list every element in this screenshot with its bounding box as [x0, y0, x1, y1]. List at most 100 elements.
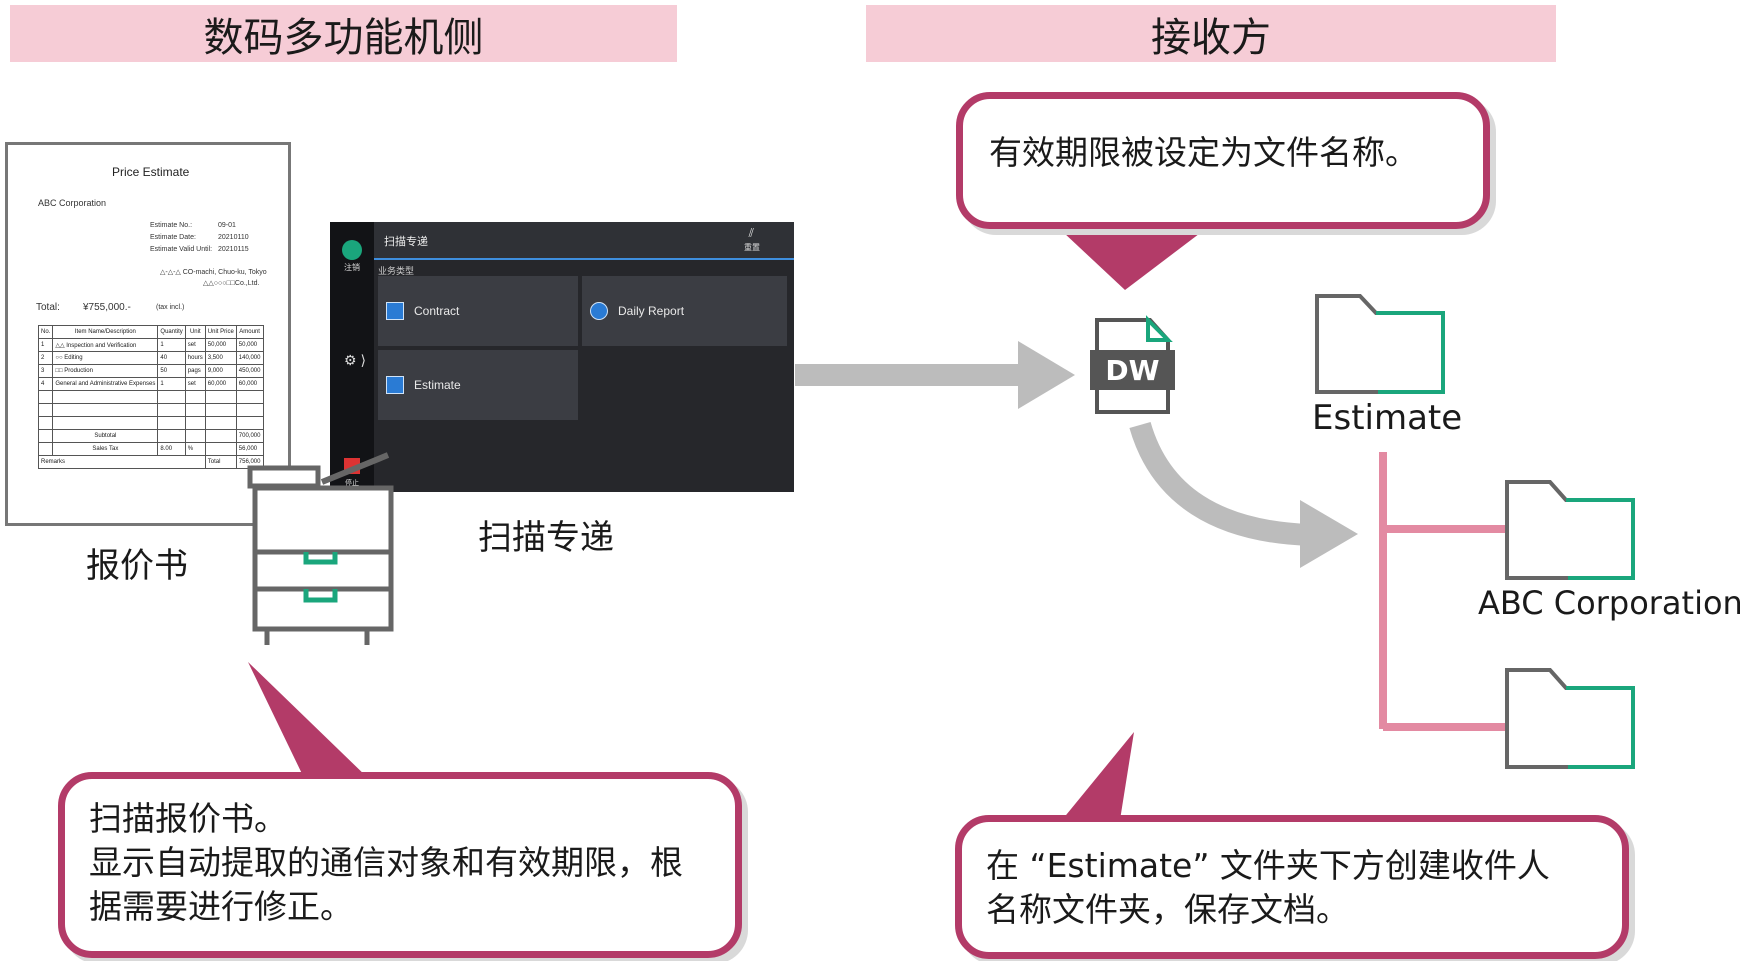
callout-save-text: 在 “Estimate” 文件夹下方创建收件人 名称文件夹，保存文档。 — [986, 846, 1550, 929]
cell: 56,000 — [235, 442, 264, 456]
tile-daily-report[interactable]: Daily Report — [582, 276, 787, 346]
scan-delivery-label: 扫描专递 — [478, 518, 614, 558]
tile-contract[interactable]: Contract — [378, 276, 578, 346]
doc-title: Price Estimate — [112, 165, 190, 179]
reset-label[interactable]: 重置 — [744, 243, 760, 252]
document-icon — [386, 302, 404, 320]
document-icon — [386, 376, 404, 394]
cell: △△ Inspection and Verification — [52, 338, 159, 352]
col-header: Unit Price — [204, 325, 237, 339]
doc-field-value: 20210115 — [218, 246, 249, 253]
doc-company: ABC Corporation — [38, 198, 107, 208]
cell: hours — [184, 351, 206, 365]
folder-estimate-label: Estimate — [1312, 398, 1463, 438]
cell: 60,000 — [235, 377, 264, 391]
table-row-empty — [37, 390, 264, 404]
send-arrow — [795, 341, 1075, 409]
header-receiver-side: 接收方 — [866, 5, 1556, 62]
panel-title-bar: 扫描专递 ⫽ 重置 — [374, 222, 794, 260]
table-row: 2 ○○ Editing 40 hours 3,500 140,000 — [37, 351, 264, 365]
settings-gear-icon[interactable]: ⚙ ⟩ — [344, 352, 366, 368]
table-row: 3 □□ Production 50 pags 9,000 450,000 — [37, 364, 264, 378]
doc-field-label: Estimate Date: — [150, 234, 196, 241]
price-estimate-document: Price Estimate ABC Corporation Estimate … — [5, 142, 291, 526]
doc-tax-note: (tax incl.) — [156, 304, 185, 311]
folder-other-icon — [1505, 668, 1635, 769]
dw-file-icon — [1090, 315, 1175, 414]
callout-pointer-top-right — [1048, 218, 1220, 290]
doc-field-value: 09-01 — [218, 222, 236, 229]
stop-button[interactable] — [344, 458, 360, 474]
callout-pointer-bottom-left — [248, 662, 370, 780]
doc-field-value: 20210110 — [218, 234, 249, 241]
col-header: Amount — [235, 325, 264, 339]
header-receiver-side-label: 接收方 — [1151, 14, 1271, 61]
cell: pags — [184, 364, 206, 378]
cell: 9,000 — [204, 364, 237, 378]
table-header-row: No. Item Name/Description Quantity Unit … — [37, 325, 264, 339]
tile-label: Contract — [414, 304, 460, 318]
doc-items-table: No. Item Name/Description Quantity Unit … — [37, 325, 264, 469]
quote-label: 报价书 — [86, 546, 188, 586]
cell: 40 — [157, 351, 186, 365]
table-row: 4 General and Administrative Expenses 1 … — [37, 377, 264, 391]
cell: 50,000 — [204, 338, 237, 352]
cell: 1 — [157, 338, 186, 352]
dw-badge-label: DW — [1105, 353, 1160, 387]
folder-abc-label: ABC Corporation — [1478, 584, 1740, 622]
category-label: 业务类型 — [378, 266, 415, 276]
cell: 450,000 — [235, 364, 264, 378]
stop-label: 停止 — [345, 480, 359, 487]
table-row-subtotal: Subtotal 700,000 — [37, 429, 264, 443]
cell: 8.00 — [157, 442, 186, 456]
col-header: Item Name/Description — [52, 325, 159, 339]
doc-field-label: Estimate No.: — [150, 222, 193, 229]
cell: 3,500 — [204, 351, 237, 365]
col-header: Unit — [184, 325, 206, 339]
callout-pointer-bottom-right — [1062, 732, 1134, 820]
reset-icon[interactable]: ⫽ — [748, 226, 754, 240]
header-mfp-side: 数码多功能机侧 — [10, 5, 677, 62]
cell: 50 — [157, 364, 186, 378]
cell: 3 — [37, 364, 54, 378]
cell: 50,000 — [235, 338, 264, 352]
folder-estimate-icon — [1315, 294, 1445, 394]
callout-scan-text: 扫描报价书。 显示自动提取的通信对象和有效期限，根 据需要进行修正。 — [89, 799, 683, 926]
doc-total-label: Total: — [36, 302, 60, 313]
doc-total-value: ¥755,000.- — [83, 302, 131, 313]
callout-filename: 有效期限被设定为文件名称。 — [956, 92, 1490, 229]
cell: Total — [204, 455, 237, 469]
cell: 756,000 — [235, 455, 264, 469]
cell: set — [184, 377, 206, 391]
callout-filename-text: 有效期限被设定为文件名称。 — [989, 133, 1418, 172]
cell: 2 — [37, 351, 54, 365]
col-header: Quantity — [157, 325, 186, 339]
cell: set — [184, 338, 206, 352]
cell: ○○ Editing — [52, 351, 159, 365]
table-row: 1 △△ Inspection and Verification 1 set 5… — [37, 338, 264, 352]
header-mfp-side-label: 数码多功能机侧 — [203, 14, 484, 61]
tile-label: Daily Report — [618, 304, 685, 318]
cell: 1 — [37, 338, 54, 352]
cell: Sales Tax — [52, 442, 159, 456]
store-curve-arrow — [1129, 421, 1358, 568]
folder-tree-lines — [1379, 452, 1509, 731]
logout-label[interactable]: 注销 — [344, 263, 360, 272]
mfp-control-panel: 注销 ⚙ ⟩ 停止 扫描专递 ⫽ 重置 业务类型 Contract Daily … — [330, 222, 794, 492]
folder-abc-icon — [1505, 480, 1635, 580]
cell: 140,000 — [235, 351, 264, 365]
cell: Remarks — [38, 455, 206, 469]
col-header: No. — [37, 325, 54, 339]
doc-address-1: △-△-△ CO-machi, Chuo-ku, Tokyo — [160, 269, 267, 276]
tile-label: Estimate — [414, 378, 461, 392]
user-icon[interactable] — [342, 240, 362, 260]
cell: 60,000 — [204, 377, 237, 391]
cell: □□ Production — [52, 364, 159, 378]
cell: 1 — [157, 377, 186, 391]
tile-estimate[interactable]: Estimate — [378, 350, 578, 420]
table-row-empty — [37, 403, 264, 417]
doc-address-2: △△○○○□□Co.,Ltd. — [203, 280, 260, 287]
cell: 4 — [37, 377, 54, 391]
table-row-empty — [37, 416, 264, 430]
